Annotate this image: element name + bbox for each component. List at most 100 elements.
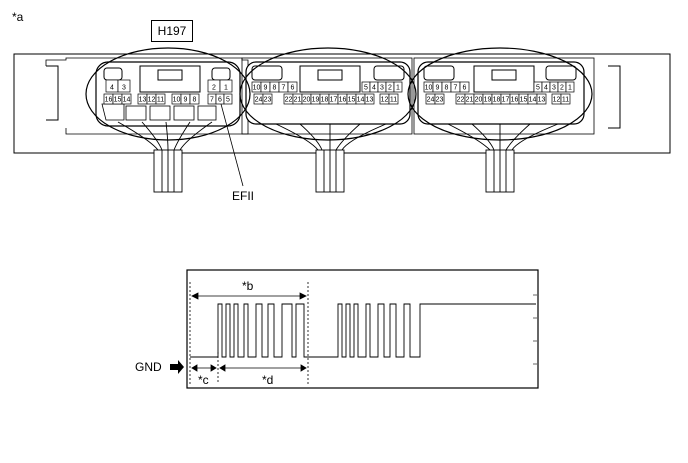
mid-harness-loop <box>239 47 417 141</box>
mid-r2-pin-label: 19 <box>312 97 320 104</box>
dimension-arrows <box>191 292 307 372</box>
mid-r1-pin-box <box>287 81 298 93</box>
mid-r2-pin-box <box>388 93 399 105</box>
mid-r1-pin-label: 8 <box>273 85 277 92</box>
mid-r2-pin-box <box>364 93 375 105</box>
left-connector <box>95 61 241 127</box>
left-wire-bundle <box>117 121 213 193</box>
right-r1-pin-label: 10 <box>425 85 433 92</box>
right-r1-pin-box <box>565 81 575 93</box>
left-top-pin-box <box>117 79 131 93</box>
left-mid-pin-label: 9 <box>184 97 188 104</box>
left-mid-pin-label: 7 <box>210 97 214 104</box>
mid-r2-pin-label: 20 <box>303 97 311 104</box>
left-top-pin-label: 3 <box>122 85 126 92</box>
mid-r2-pin-label: 17 <box>330 97 338 104</box>
label-d: *d <box>262 373 274 387</box>
ground-label: GND <box>135 360 162 374</box>
right-r1-pin-label: 3 <box>552 85 556 92</box>
mid-r1-pin-label: 10 <box>253 85 261 92</box>
right-r2-pin-label: 21 <box>466 97 474 104</box>
mid-r1-pin-label: 1 <box>396 85 400 92</box>
mid-r1-pin-label: 4 <box>372 85 376 92</box>
left-mid-pin-label: 10 <box>173 97 181 104</box>
right-r1-pin-label: 4 <box>544 85 548 92</box>
mid-r2-pin-label: 18 <box>321 97 329 104</box>
oscilloscope-frame <box>186 269 539 389</box>
mid-r1-pin-label: 6 <box>291 85 295 92</box>
pin-callout-label: EFII <box>232 189 255 203</box>
right-r2-pin-label: 22 <box>457 97 465 104</box>
mid-r2-pin-label: 12 <box>381 97 389 104</box>
mid-r1-pin-label: 2 <box>388 85 392 92</box>
mid-r2-pin-box <box>262 93 273 105</box>
right-r2-pin-box <box>536 93 547 105</box>
right-r2-pin-label: 16 <box>511 97 519 104</box>
left-top-pin-box <box>219 79 233 93</box>
label-c: *c <box>198 373 209 387</box>
right-r2-pin-label: 23 <box>436 97 444 104</box>
right-socket-frame <box>413 57 595 135</box>
mid-r2-pin-label: 11 <box>390 97 397 104</box>
right-r1-pin-label: 1 <box>568 85 572 92</box>
pin-callout-line <box>220 103 244 187</box>
right-r2-pin-label: 14 <box>529 97 537 104</box>
left-mid-pin-box <box>155 93 166 105</box>
figure-label: *a <box>12 10 24 24</box>
left-top-pin-label: 1 <box>224 85 228 92</box>
mid-r1-pin-label: 9 <box>264 85 268 92</box>
mid-wire-bundle <box>275 123 387 193</box>
mid-connector <box>245 61 411 125</box>
mid-r2-pin-label: 13 <box>366 97 374 104</box>
right-r2-pin-box <box>434 93 445 105</box>
right-r2-pin-label: 24 <box>427 97 435 104</box>
right-r1-pin-label: 2 <box>560 85 564 92</box>
left-mid-pin-label: 15 <box>114 97 122 104</box>
right-r2-pin-label: 13 <box>538 97 546 104</box>
right-r2-pin-label: 18 <box>493 97 501 104</box>
left-mid-pin-label: 6 <box>218 97 222 104</box>
mid-r2-pin-label: 24 <box>255 97 263 104</box>
scope-tick-marks <box>533 294 537 365</box>
label-b: *b <box>242 279 254 293</box>
connector-id-box: H197 <box>151 20 193 42</box>
left-mid-pin-box <box>223 93 233 105</box>
right-r2-pin-label: 20 <box>475 97 483 104</box>
left-mid-pin-label: 11 <box>157 97 164 104</box>
left-mid-pin-label: 13 <box>139 97 147 104</box>
left-mid-pin-label: 8 <box>193 97 197 104</box>
right-r1-pin-box <box>459 81 470 93</box>
right-wire-bundle <box>447 123 559 193</box>
right-r1-pin-label: 6 <box>463 85 467 92</box>
mid-r2-pin-label: 21 <box>294 97 302 104</box>
right-r2-pin-label: 17 <box>502 97 510 104</box>
mid-r2-pin-label: 14 <box>357 97 365 104</box>
left-mount-bracket <box>46 65 59 121</box>
left-mid-pin-label: 12 <box>148 97 156 104</box>
right-r2-pin-box <box>560 93 571 105</box>
left-mid-pin-box <box>121 93 132 105</box>
mid-r1-pin-label: 5 <box>364 85 368 92</box>
right-r1-pin-label: 9 <box>436 85 440 92</box>
left-top-pin-label: 2 <box>212 85 216 92</box>
right-mount-bracket <box>608 65 621 129</box>
left-top-pin-label: 4 <box>110 85 114 92</box>
right-r1-pin-label: 8 <box>445 85 449 92</box>
right-r2-pin-label: 15 <box>520 97 528 104</box>
right-connector <box>417 61 585 125</box>
mid-r2-pin-label: 15 <box>348 97 356 104</box>
mid-r1-pin-box <box>393 81 403 93</box>
right-r2-pin-label: 11 <box>562 97 569 104</box>
waveform-trace <box>190 303 536 358</box>
mid-r1-pin-label: 3 <box>380 85 384 92</box>
gnd-arrow-icon <box>170 360 184 374</box>
left-mid-pin-box <box>189 93 200 105</box>
right-r1-pin-label: 5 <box>536 85 540 92</box>
mid-r2-pin-label: 16 <box>339 97 347 104</box>
right-r1-pin-label: 7 <box>454 85 458 92</box>
right-r2-pin-label: 19 <box>484 97 492 104</box>
mid-socket-frame <box>241 57 413 135</box>
left-mid-pin-label: 16 <box>105 97 113 104</box>
